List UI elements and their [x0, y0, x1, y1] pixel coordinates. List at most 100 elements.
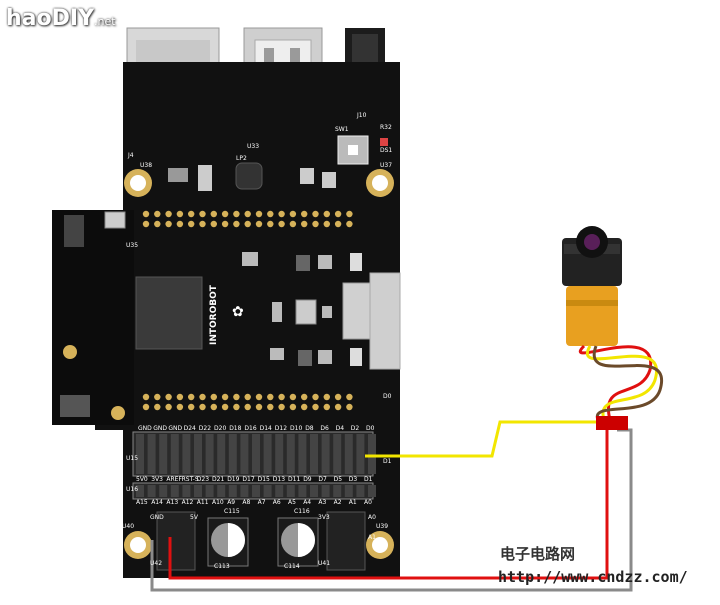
header-slot — [321, 434, 330, 474]
top-pin-hole — [289, 220, 297, 228]
header-slot — [228, 434, 237, 474]
label-u37: U37 — [380, 162, 393, 169]
top-pin-hole — [176, 210, 184, 218]
capacitor-c113 — [207, 517, 249, 567]
bottom-pin-hole — [165, 403, 172, 411]
top-pin-hole — [346, 220, 353, 228]
header-top-label: D18 — [229, 425, 242, 432]
bottom-pin-hole — [255, 403, 263, 411]
header-slot — [240, 485, 249, 497]
bottom-pin-hole — [233, 393, 240, 401]
bottom-pin-hole — [188, 393, 195, 401]
analog-label: A11 — [196, 499, 209, 506]
header-top-label: D12 — [274, 425, 288, 432]
header-slot — [252, 434, 260, 474]
analog-label: A7 — [257, 499, 266, 506]
top-pin-hole — [154, 220, 161, 228]
bottom-pin-hole — [210, 403, 217, 411]
analog-label: A4 — [303, 499, 312, 506]
header-top-label: D0 — [366, 425, 375, 432]
label-c115: C115 — [224, 508, 240, 515]
header-top-label: D10 — [290, 425, 303, 432]
bottom-pin-hole — [289, 403, 297, 411]
top-pin-hole — [278, 210, 285, 218]
header-slot — [159, 485, 168, 497]
header-top-label: GND — [138, 425, 152, 432]
top-pin-hole — [334, 220, 342, 228]
header-slot — [170, 485, 179, 497]
top-pin-hole — [334, 210, 342, 218]
analog-label: A14 — [151, 499, 163, 506]
header-slot — [368, 434, 376, 474]
bottom-pin-hole — [346, 403, 353, 411]
bottom-pin-hole — [165, 393, 172, 401]
header-top-label: GND — [153, 425, 167, 432]
label-u40: U40 — [122, 523, 135, 530]
bottom-pin-hole — [142, 403, 150, 411]
header-slot — [310, 434, 318, 474]
analog-label: A6 — [272, 499, 281, 506]
header-slot — [205, 434, 214, 474]
top-pin-hole — [301, 210, 308, 218]
header-slot — [321, 485, 330, 497]
header-slot — [263, 434, 272, 474]
photoelectric-sensor — [562, 226, 664, 430]
board-brand: INTOROBOT — [209, 285, 219, 345]
label-lp2: LP2 — [236, 155, 247, 162]
header-slot — [310, 485, 318, 497]
watermark-chinese: 电子电路网 — [500, 545, 576, 563]
bottom-pin-hole — [244, 393, 251, 401]
bottom-pin-hole — [142, 393, 150, 401]
signal-wire — [365, 420, 600, 458]
header-slot — [136, 434, 144, 474]
header-bottom-label: D19 — [227, 476, 240, 483]
label-d1: D1 — [383, 458, 392, 465]
header-slot — [228, 485, 237, 497]
bottom-pin-hole — [210, 393, 217, 401]
top-pin-hole — [233, 220, 240, 228]
bottom-pin-hole — [199, 403, 206, 411]
inductor — [235, 162, 263, 190]
bottom-pin-hole — [267, 393, 274, 401]
watermark-logo: haoDIY.net — [6, 6, 116, 31]
bottom-pin-hole — [176, 403, 184, 411]
analog-label: A12 — [181, 499, 194, 506]
header-bottom-label: D5 — [333, 476, 343, 483]
header-bottom-label: D1 — [364, 476, 373, 483]
mcu-chip — [135, 276, 203, 350]
header-bottom-label: D11 — [288, 476, 301, 483]
power-wire — [168, 430, 609, 580]
top-pin-hole — [176, 220, 184, 228]
bottom-pin-hole — [233, 403, 240, 411]
watermark-url: http://www.cndzz.com/ — [498, 568, 688, 586]
top-pin-hole — [312, 220, 319, 228]
label-u41: U41 — [318, 560, 331, 567]
header-slot — [263, 485, 272, 497]
label-c114: C114 — [284, 563, 300, 570]
label-u35: U35 — [126, 242, 139, 249]
bottom-pin-hole — [154, 403, 161, 411]
top-pin-hole — [154, 210, 161, 218]
top-pin-hole — [267, 210, 274, 218]
header-slot — [147, 434, 156, 474]
top-pin-hole — [233, 210, 240, 218]
top-pin-hole — [323, 220, 330, 228]
header-slot — [356, 485, 365, 497]
label-u39: U39 — [376, 523, 389, 530]
bottom-pin-hole — [323, 403, 330, 411]
bottom-pin-hole — [278, 393, 285, 401]
header-bottom-label: 3V3 — [151, 476, 163, 483]
label-u38: U38 — [140, 162, 153, 169]
header-slot — [286, 434, 295, 474]
mounting-hole — [124, 169, 152, 197]
label-d0: D0 — [383, 393, 392, 400]
header-slot — [136, 485, 144, 497]
header-slot — [368, 485, 376, 497]
label-u33: U33 — [247, 143, 260, 150]
label-a1: A1 — [368, 534, 376, 541]
top-pin-hole — [142, 210, 150, 218]
label-sw1: SW1 — [335, 126, 349, 133]
header-bottom-label: D3 — [348, 476, 358, 483]
header-slot — [217, 434, 226, 474]
bottom-pin-hole — [154, 393, 161, 401]
